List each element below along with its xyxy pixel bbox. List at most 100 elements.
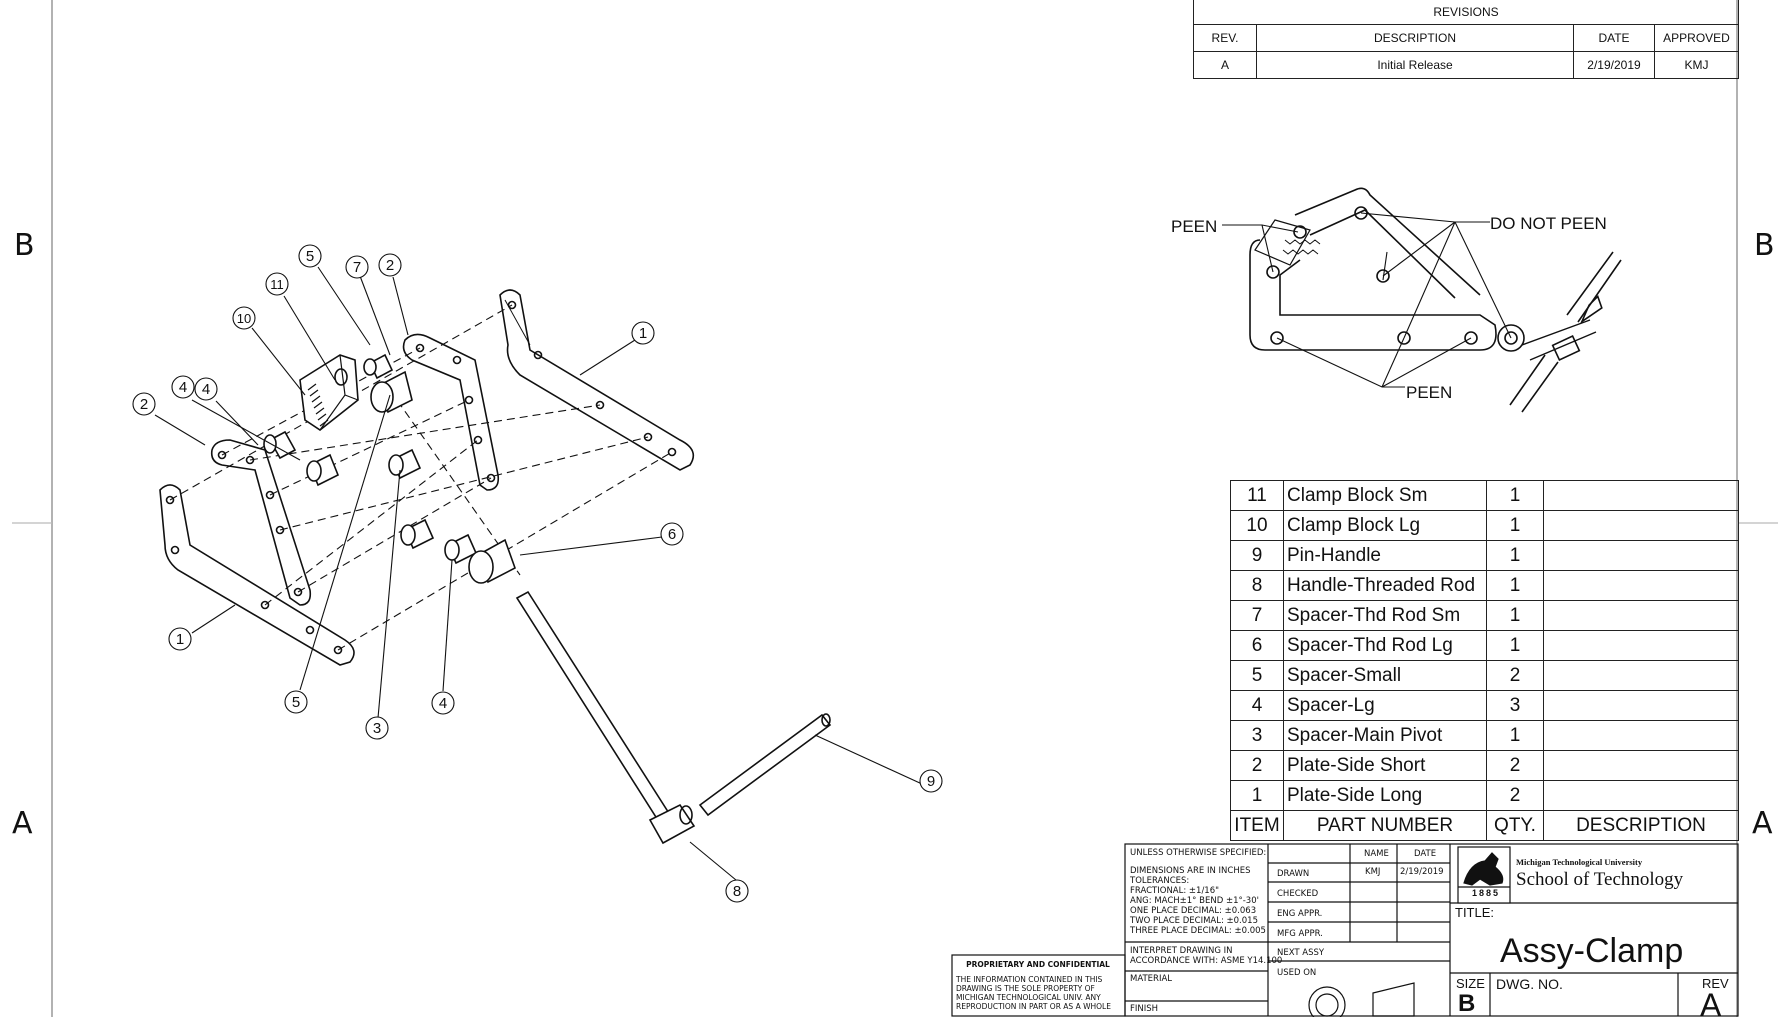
bom-cell: Pin-Handle (1283, 540, 1487, 571)
bom-cell: 1 (1486, 630, 1544, 661)
bom-cell (1543, 690, 1739, 721)
proprietary-title: PROPRIETARY AND CONFIDENTIAL (966, 960, 1110, 969)
rev-header-rev: REV. (1193, 24, 1257, 52)
bom-cell: 11 (1230, 480, 1284, 511)
rev-label: REV (1702, 976, 1729, 991)
balloon-label: 10 (237, 311, 251, 326)
balloon-label: 5 (292, 694, 300, 711)
school-name: School of Technology (1516, 869, 1684, 890)
balloon-label: 6 (668, 526, 676, 543)
bom-cell: 1 (1486, 720, 1544, 751)
sheet-size: B (1458, 990, 1476, 1017)
bom-cell (1543, 780, 1739, 811)
unless-specified: UNLESS OTHERWISE SPECIFIED: (1130, 848, 1267, 858)
bom-cell (1543, 660, 1739, 691)
interpret-line: INTERPRET DRAWING IN (1130, 946, 1233, 956)
bom-cell (1543, 540, 1739, 571)
tolerances-block: DIMENSIONS ARE IN INCHES TOLERANCES: FRA… (1130, 866, 1275, 936)
mfg-appr-label: MFG APPR. (1277, 929, 1323, 939)
date-column-label: DATE (1414, 849, 1437, 859)
bom-cell: Spacer-Main Pivot (1283, 720, 1487, 751)
tolerance-line: THREE PLACE DECIMAL: ±0.005 (1130, 926, 1266, 936)
bom-cell (1543, 510, 1739, 541)
logo-year-text: 1885 (1471, 888, 1501, 898)
balloon-label: 1 (176, 631, 184, 648)
drawing-title: Assy-Clamp (1500, 932, 1684, 970)
peen-label-bottom: PEEN (1406, 383, 1453, 402)
balloon-label: 9 (927, 773, 935, 790)
bom-header-cell: PART NUMBER (1283, 810, 1487, 841)
tolerance-line: TOLERANCES: (1130, 876, 1190, 886)
bom-cell (1543, 750, 1739, 781)
bom-cell: 10 (1230, 510, 1284, 541)
rev-value: A (1700, 987, 1722, 1023)
balloon-label: 4 (439, 695, 447, 712)
eng-appr-label: ENG APPR. (1277, 909, 1323, 919)
dwg-no-label: DWG. NO. (1496, 976, 1563, 992)
bom-cell (1543, 720, 1739, 751)
bom-cell: 3 (1486, 690, 1544, 721)
zone-label-a-right: A (1752, 806, 1773, 841)
proprietary-line: DRAWING IS THE SOLE PROPERTY OF (956, 984, 1095, 993)
rev-cell: 2/19/2019 (1573, 51, 1655, 79)
title-label: TITLE: (1455, 905, 1495, 920)
drawn-date: 2/19/2019 (1400, 867, 1444, 877)
tolerance-line: DIMENSIONS ARE IN INCHES (1130, 866, 1251, 876)
rev-cell: KMJ (1654, 51, 1739, 79)
interpret-drawing: INTERPRET DRAWING IN ACCORDANCE WITH: AS… (1130, 946, 1282, 966)
detail-view (1222, 187, 1622, 413)
exploded-view: 5 7 2 11 10 4 4 2 1 6 1 5 3 4 9 8 (132, 244, 943, 903)
balloon-label: 2 (140, 396, 148, 413)
balloon-label: 5 (306, 248, 314, 265)
bom-cell: 1 (1486, 600, 1544, 631)
bom-cell: 4 (1230, 690, 1284, 721)
balloon-label: 2 (386, 257, 394, 274)
bom-cell: 5 (1230, 660, 1284, 691)
balloon-label: 7 (353, 259, 361, 276)
bom-cell: Plate-Side Long (1283, 780, 1487, 811)
bom-header-cell: QTY. (1486, 810, 1544, 841)
bom-cell: 2 (1230, 750, 1284, 781)
proprietary-line: REPRODUCTION IN PART OR AS A WHOLE (956, 1002, 1111, 1011)
bom-cell (1543, 600, 1739, 631)
bom-cell: 1 (1486, 570, 1544, 601)
balloon-label: 8 (733, 883, 741, 900)
bom-cell: Handle-Threaded Rod (1283, 570, 1487, 601)
bom-cell: 3 (1230, 720, 1284, 751)
drawn-label: DRAWN (1277, 869, 1310, 879)
zone-label-b-right: B (1754, 228, 1775, 263)
bom-cell: 2 (1486, 780, 1544, 811)
material-label: MATERIAL (1130, 974, 1173, 984)
tolerance-line: ONE PLACE DECIMAL: ±0.063 (1130, 906, 1257, 916)
bom-cell: 1 (1486, 480, 1544, 511)
bom-cell: 7 (1230, 600, 1284, 631)
balloon-label: 3 (373, 720, 381, 737)
bom-cell: Plate-Side Short (1283, 750, 1487, 781)
title-block-frame (951, 843, 1739, 1017)
used-on-label: USED ON (1277, 968, 1317, 978)
tolerance-line: TWO PLACE DECIMAL: ±0.015 (1130, 916, 1258, 926)
revisions-title: REVISIONS (1193, 0, 1739, 25)
interpret-line: ACCORDANCE WITH: ASME Y14.100 (1130, 956, 1283, 966)
rev-header-approved: APPROVED (1654, 24, 1739, 52)
bom-cell (1543, 480, 1739, 511)
balloon-label: 4 (202, 381, 210, 398)
rev-cell: A (1193, 51, 1257, 79)
do-not-peen-label: DO NOT PEEN (1490, 214, 1607, 233)
rev-header-date: DATE (1573, 24, 1655, 52)
zone-label-b-left: B (14, 228, 35, 263)
proprietary-line: THE INFORMATION CONTAINED IN THIS (956, 975, 1103, 984)
bom-cell (1543, 570, 1739, 601)
proprietary-text: THE INFORMATION CONTAINED IN THIS DRAWIN… (956, 975, 1111, 1011)
peen-label-left: PEEN (1171, 217, 1218, 236)
checked-label: CHECKED (1277, 889, 1319, 899)
bom-cell: Spacer-Thd Rod Sm (1283, 600, 1487, 631)
